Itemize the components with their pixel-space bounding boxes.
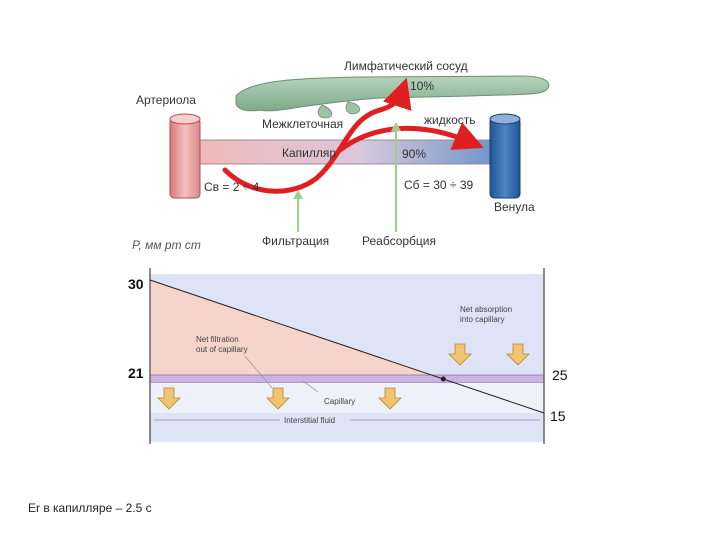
hydrostatic-pressure-line [149,279,545,414]
cb-left-label: Cв = 2 ÷ 4 [204,180,260,194]
venule-label: Венула [494,200,535,214]
lymph-percent-label: 10% [410,79,434,93]
lymph-vessel-lip-2 [345,101,361,115]
down-arrow-1 [157,387,181,410]
filtration-label: Фильтрация [262,234,329,248]
net-absorption-line2: into capillary [460,315,504,324]
lymph-vessel-label: Лимфатический сосуд [344,59,468,73]
capillary-schematic: Лимфатический сосуд 10% Артериола Межкле… [136,59,550,248]
net-absorption-line1: Net absorption [460,305,512,314]
capillary-band [149,374,545,384]
filtration-leader [244,355,273,389]
net-filtration-line2: out of capillary [196,345,248,354]
arteriole-opening [169,113,201,125]
capillary-leader [302,380,319,393]
arteriole-label: Артериола [136,93,196,107]
down-arrow-2 [266,387,290,410]
tick-right-25: 25 [552,367,568,383]
lymph-vessel-lip [317,104,333,119]
tick-right-15: 15 [550,408,566,424]
tick-left-21: 21 [128,365,144,381]
arteriole-vessel [169,117,201,199]
filtration-arrow-head [293,190,303,199]
interstitial-label-b: жидкость [424,113,476,127]
interstitial-label-a: Межклеточная [262,117,343,131]
percent-90-label: 90% [402,147,426,161]
time-footnote: Er в капилляре – 2.5 с [28,501,152,515]
down-arrow-3 [378,387,402,410]
tick-left-30: 30 [128,276,144,292]
interstitial-band [150,383,544,413]
up-arrow-2 [506,343,530,366]
pressure-axis-label: P, мм рт ст [132,238,201,252]
pressure-chart: P, мм рт ст Net filtration out of capill… [128,238,568,444]
net-filtration-line1: Net filtration [196,335,239,344]
capillary-label: Капилляр [282,146,336,160]
filtration-arrows [157,343,530,410]
equilibrium-point [440,376,446,382]
reabsorption-label: Реабсорбция [362,234,436,248]
flow-arrow-return [337,122,484,153]
interstitial-chart-label: Interstitial fluid [284,416,335,425]
cb-right-label: Cб = 30 ÷ 39 [404,178,473,192]
up-arrow-1 [448,343,472,366]
venule-opening [489,113,521,125]
capillary-chart-label: Capillary [324,397,355,406]
reabsorption-arrow-head [391,122,401,131]
venule-vessel [489,117,521,199]
